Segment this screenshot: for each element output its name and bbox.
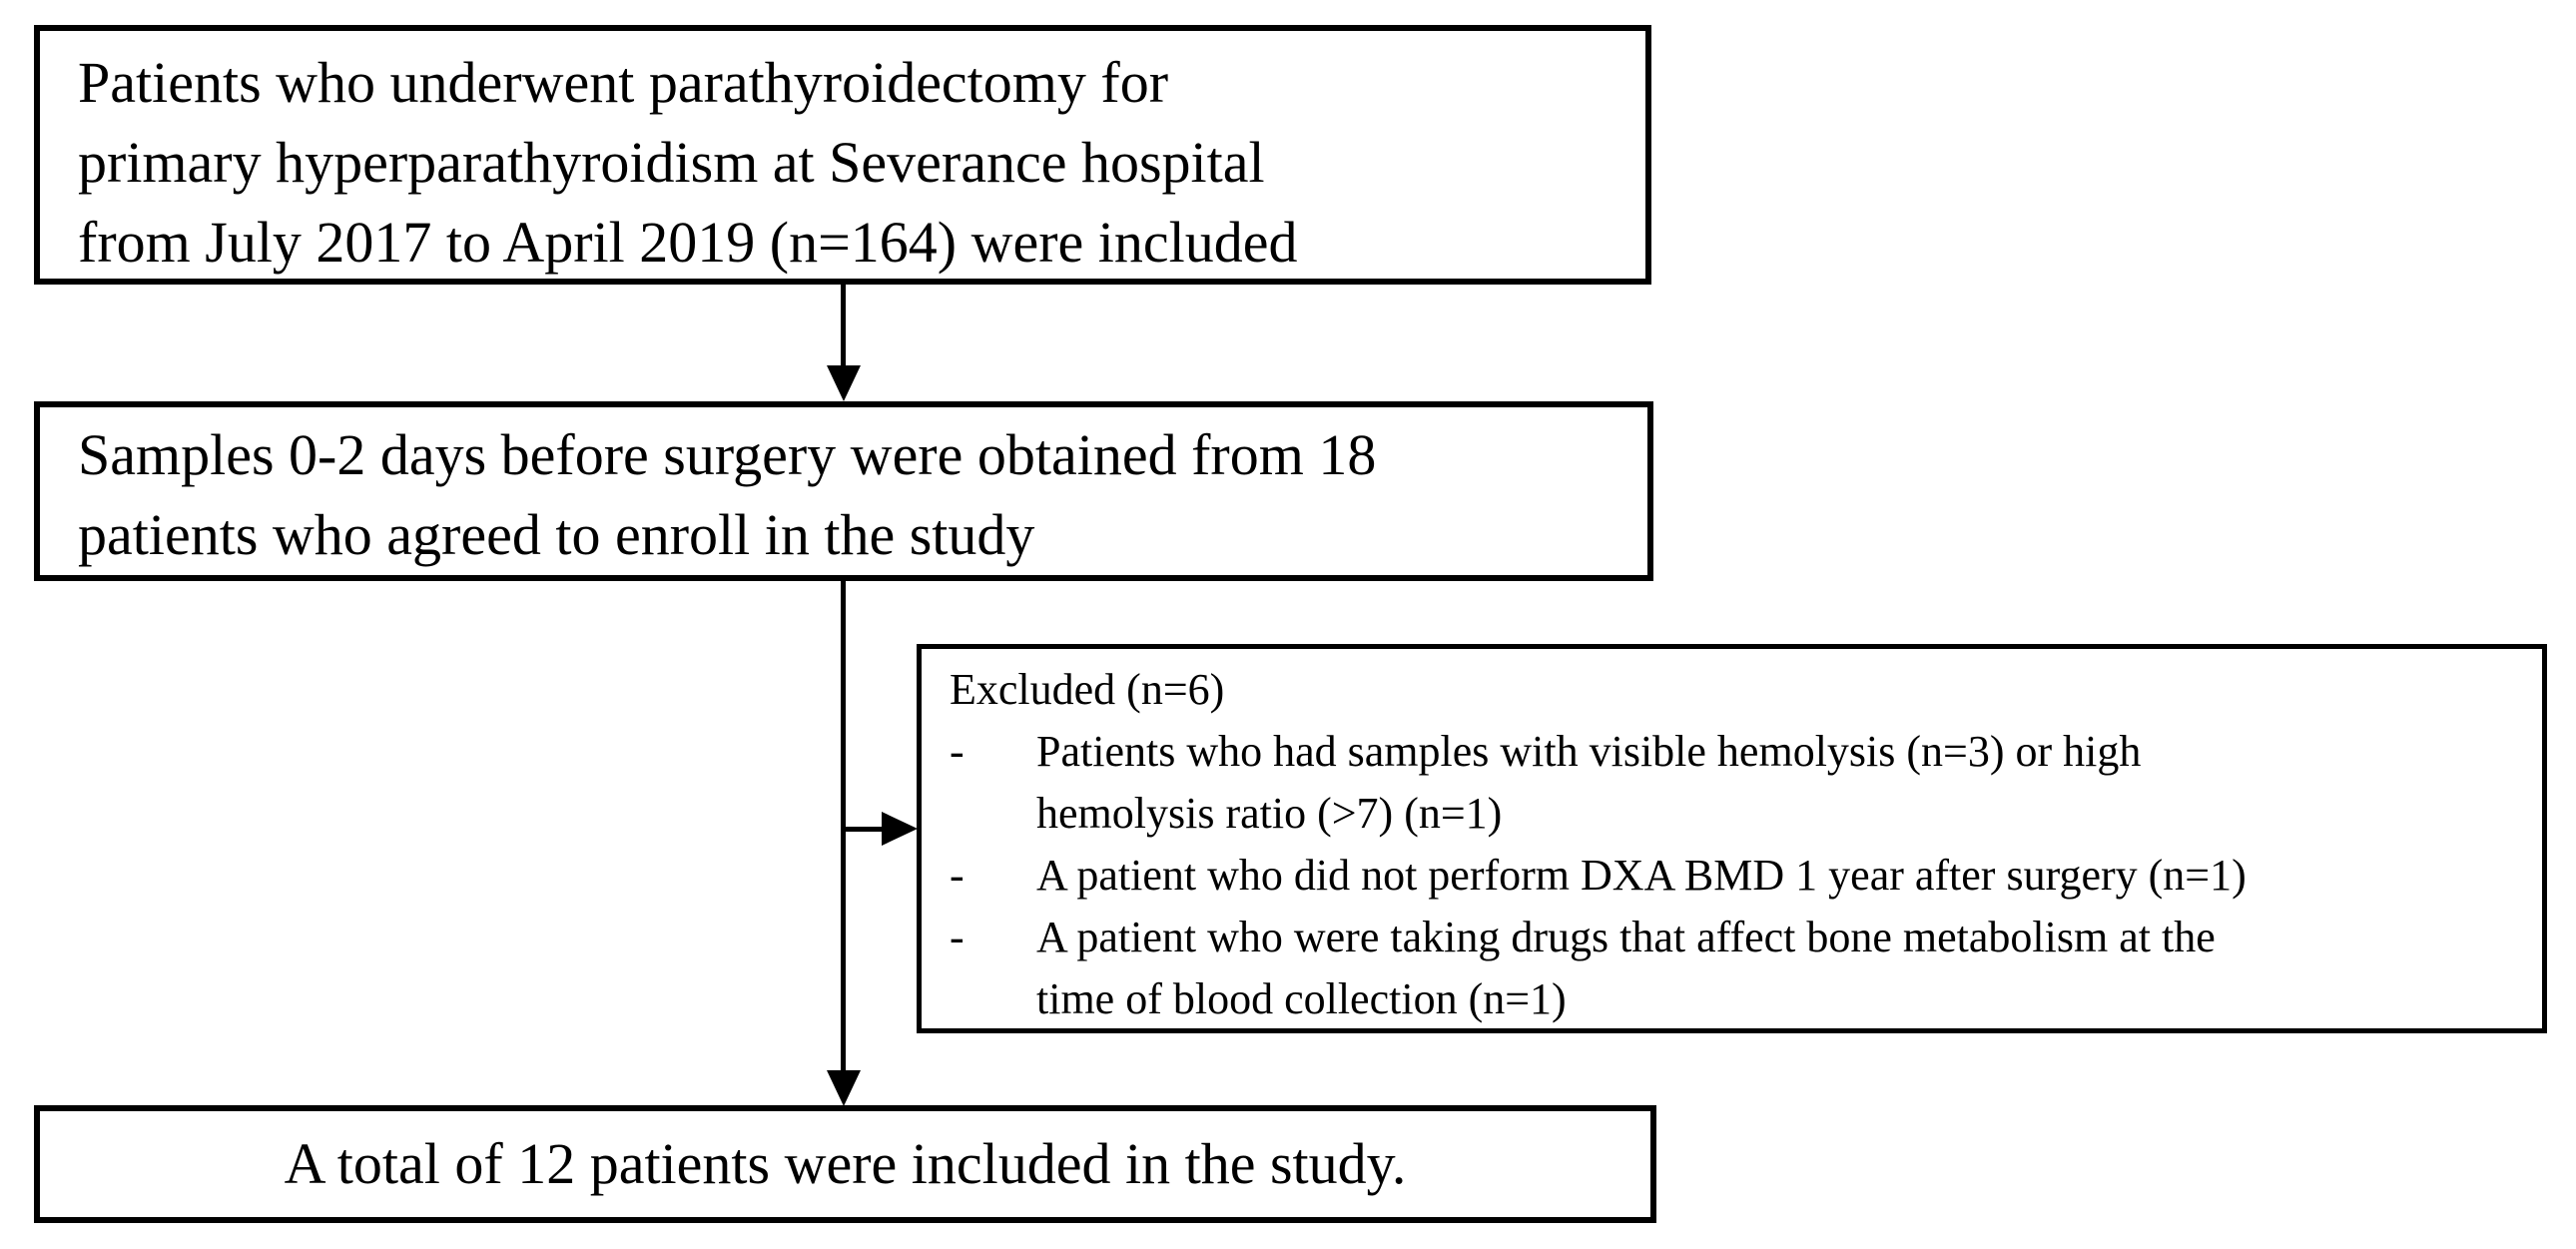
excluded-item-1-line-1: Patients who had samples with visible he… bbox=[1036, 727, 2142, 776]
arrow-line-branch-excluded bbox=[844, 827, 886, 832]
box-final-included: A total of 12 patients were included in … bbox=[34, 1105, 1656, 1223]
excluded-item-3-dash: - bbox=[950, 913, 965, 961]
excluded-item-1-dash: - bbox=[950, 727, 965, 776]
box-samples-line-1: Samples 0-2 days before surgery were obt… bbox=[78, 422, 1377, 487]
excluded-item-1: - Patients who had samples with visible … bbox=[950, 721, 2518, 845]
box-samples-line-2: patients who agreed to enroll in the stu… bbox=[78, 502, 1035, 567]
arrowhead-samples-to-final bbox=[827, 1070, 861, 1106]
box-included-line-1: Patients who underwent parathyroidectomy… bbox=[78, 50, 1169, 115]
box-excluded: Excluded (n=6) - Patients who had sample… bbox=[917, 644, 2547, 1033]
excluded-item-3-line-1: A patient who were taking drugs that aff… bbox=[1036, 913, 2216, 961]
arrowhead-included-to-samples bbox=[827, 365, 861, 401]
excluded-item-3: - A patient who were taking drugs that a… bbox=[950, 907, 2518, 1030]
excluded-item-3-text: A patient who were taking drugs that aff… bbox=[1036, 907, 2518, 1030]
excluded-item-2: - A patient who did not perform DXA BMD … bbox=[950, 845, 2518, 907]
arrowhead-branch-excluded bbox=[882, 812, 918, 846]
arrow-line-samples-to-final bbox=[841, 581, 846, 1073]
box-included-patients: Patients who underwent parathyroidectomy… bbox=[34, 25, 1651, 285]
excluded-item-2-text: A patient who did not perform DXA BMD 1 … bbox=[1036, 845, 2518, 907]
excluded-title: Excluded (n=6) bbox=[950, 665, 1225, 714]
excluded-item-2-dash: - bbox=[950, 851, 965, 900]
final-text: A total of 12 patients were included in … bbox=[284, 1131, 1407, 1196]
excluded-item-3-line-2: time of blood collection (n=1) bbox=[1036, 974, 1567, 1023]
box-included-line-2: primary hyperparathyroidism at Severance… bbox=[78, 130, 1265, 195]
box-included-line-3: from July 2017 to April 2019 (n=164) wer… bbox=[78, 210, 1298, 275]
arrow-line-included-to-samples bbox=[841, 285, 846, 370]
excluded-item-1-text: Patients who had samples with visible he… bbox=[1036, 721, 2518, 845]
box-samples-obtained: Samples 0-2 days before surgery were obt… bbox=[34, 401, 1653, 581]
excluded-item-2-line-1: A patient who did not perform DXA BMD 1 … bbox=[1036, 851, 2247, 900]
excluded-item-1-line-2: hemolysis ratio (>7) (n=1) bbox=[1036, 789, 1503, 838]
